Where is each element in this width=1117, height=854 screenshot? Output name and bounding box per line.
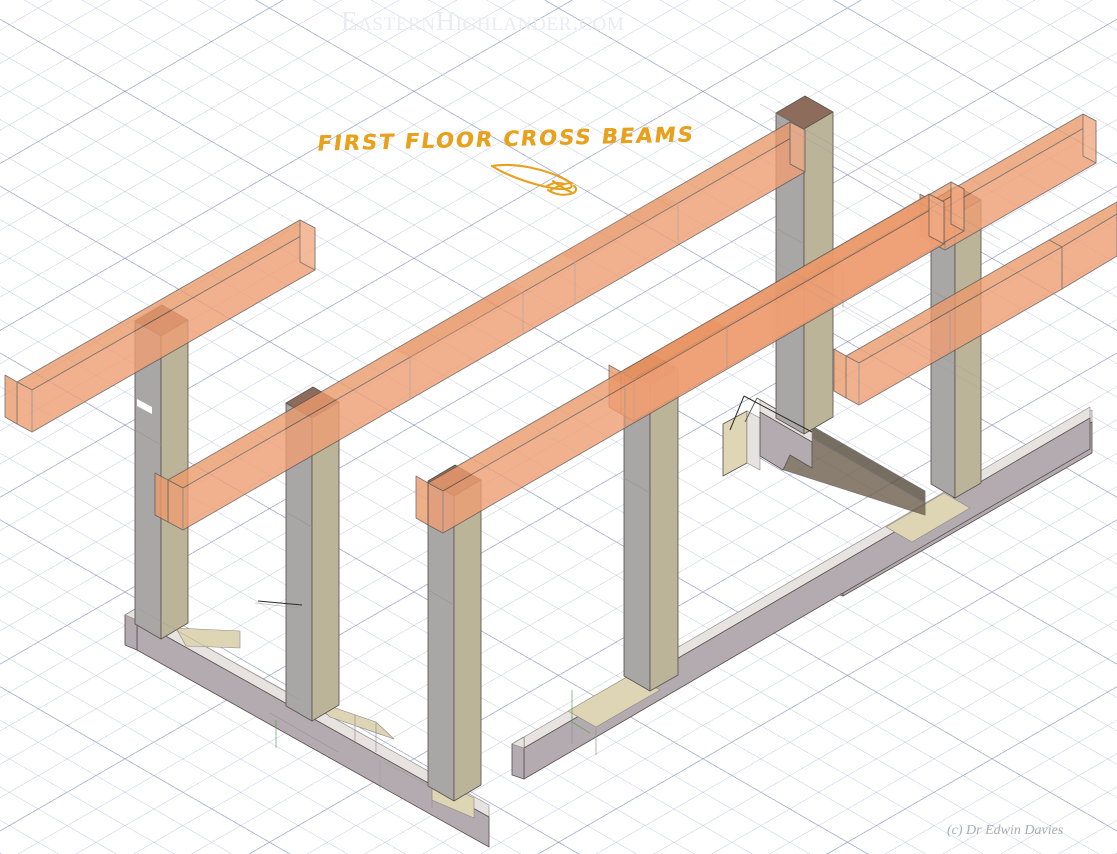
watermark: EasternHighlander.com <box>341 6 625 36</box>
annotation-arrow <box>490 163 578 196</box>
post-left-inner <box>285 386 340 722</box>
cross-beam-left-tail <box>4 219 316 433</box>
cross-beam-long-upper <box>154 121 806 531</box>
copyright-notice: (c) Dr Edwin Davies <box>947 823 1064 838</box>
sill-beam-left-front <box>269 712 339 753</box>
construction-guide-lines <box>136 103 1011 793</box>
cross-beam-top-right <box>833 201 1117 406</box>
joint-detail-plate <box>722 397 813 477</box>
